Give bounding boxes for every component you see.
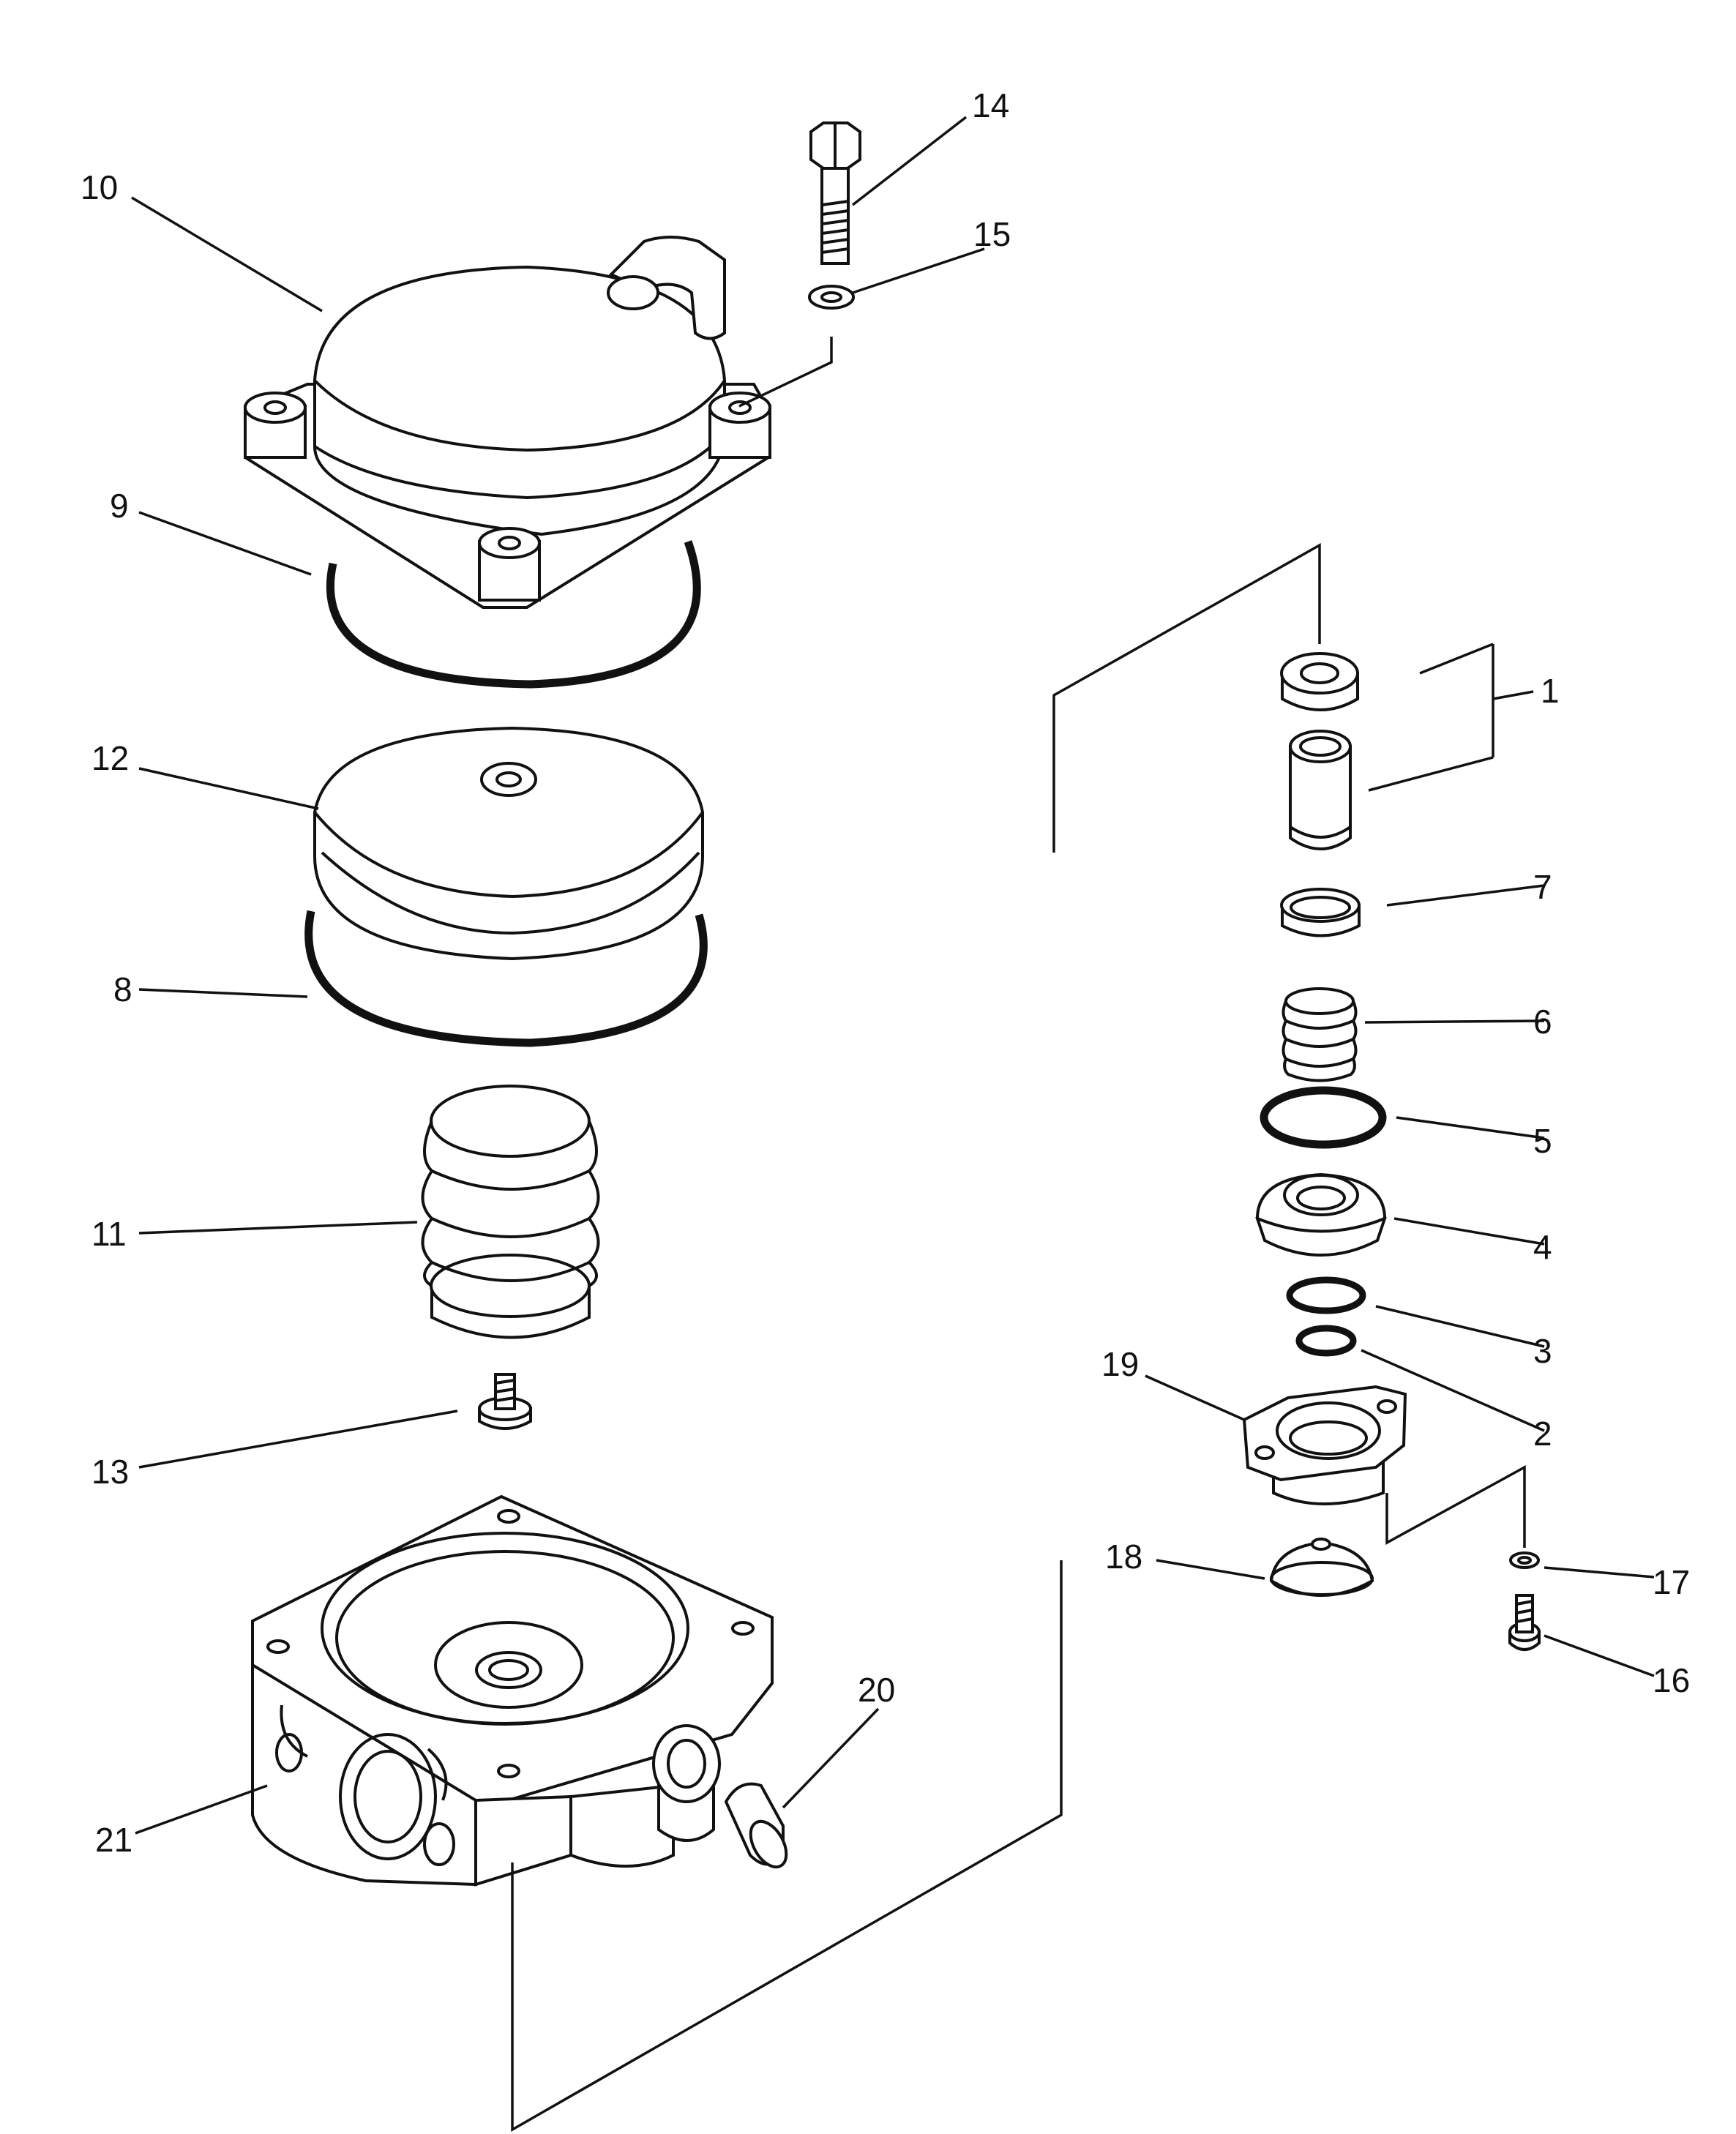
part-10-cover bbox=[244, 236, 771, 609]
part-5-o-ring bbox=[1260, 1086, 1387, 1149]
callout-4: 4 bbox=[1533, 1228, 1552, 1266]
part-7-cup bbox=[1280, 888, 1361, 937]
part-9-o-ring bbox=[326, 540, 701, 689]
assembly-lines bbox=[511, 337, 1534, 2133]
callout-1: 1 bbox=[1541, 672, 1560, 710]
part-20-plug bbox=[724, 1782, 788, 1869]
part-14-bolt bbox=[809, 121, 861, 265]
part-18-valve bbox=[1269, 1538, 1374, 1597]
callout-14: 14 bbox=[972, 86, 1009, 124]
callout-13: 13 bbox=[91, 1453, 129, 1491]
callout-18: 18 bbox=[1105, 1538, 1142, 1576]
part-1-sleeve bbox=[1289, 730, 1352, 850]
callout-8: 8 bbox=[113, 970, 132, 1008]
callout-19: 19 bbox=[1101, 1345, 1139, 1383]
callout-5: 5 bbox=[1533, 1122, 1552, 1160]
part-4-retainer bbox=[1255, 1172, 1387, 1257]
part-1-seat bbox=[1280, 652, 1359, 711]
callout-11: 11 bbox=[91, 1215, 127, 1253]
callout-12: 12 bbox=[91, 739, 129, 777]
callout-6: 6 bbox=[1533, 1003, 1552, 1041]
callout-21: 21 bbox=[95, 1821, 132, 1859]
callout-20: 20 bbox=[858, 1671, 895, 1709]
part-21-body bbox=[251, 1494, 774, 1887]
part-17-washer bbox=[1509, 1551, 1540, 1569]
callout-10: 10 bbox=[81, 168, 118, 206]
callout-16: 16 bbox=[1653, 1661, 1690, 1699]
part-13-screw bbox=[478, 1373, 532, 1430]
part-12-piston bbox=[313, 726, 704, 961]
callout-15: 15 bbox=[973, 215, 1011, 253]
part-15-washer bbox=[808, 285, 855, 310]
callout-17: 17 bbox=[1653, 1563, 1690, 1601]
part-2-o-ring bbox=[1295, 1325, 1357, 1357]
callout-2: 2 bbox=[1533, 1415, 1552, 1453]
callout-3: 3 bbox=[1533, 1332, 1552, 1370]
callout-9: 9 bbox=[110, 487, 129, 525]
part-11-spring bbox=[421, 1085, 600, 1339]
callout-7: 7 bbox=[1533, 868, 1552, 906]
callout-labels: 1 2 3 4 5 6 7 8 9 10 11 12 13 14 15 16 1… bbox=[81, 86, 1690, 1859]
part-3-o-ring bbox=[1286, 1276, 1366, 1314]
part-19-flange bbox=[1242, 1385, 1407, 1505]
part-16-screw bbox=[1508, 1594, 1541, 1651]
part-6-spring bbox=[1282, 987, 1358, 1082]
leader-lines bbox=[131, 116, 1655, 1835]
part-8-o-ring bbox=[304, 910, 708, 1047]
